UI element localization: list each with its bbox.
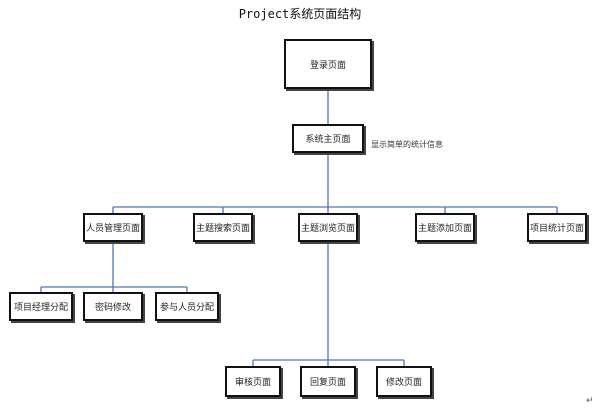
main-page-note: 显示简单的统计信息 <box>371 140 443 149</box>
reply-page-node: 回复页面 <box>300 366 356 397</box>
login-page-node: 登录页面 <box>284 39 372 89</box>
main-page-node: 系统主页面 <box>292 124 364 153</box>
participant-assign-node: 参与人员分配 <box>155 292 219 321</box>
paragraph-mark: ↵ <box>586 396 594 406</box>
topic-add-node: 主题添加页面 <box>415 213 475 242</box>
edit-page-node: 修改页面 <box>376 366 432 397</box>
diagram-title: Project系统页面结构 <box>238 7 362 21</box>
pm-assign-node: 项目经理分配 <box>9 292 73 321</box>
personnel-management-node: 人员管理页面 <box>83 213 143 242</box>
topic-browse-node: 主题浏览页面 <box>298 213 358 242</box>
review-page-node: 审核页面 <box>225 366 281 397</box>
password-change-node: 密码修改 <box>83 292 143 321</box>
topic-search-node: 主题搜索页面 <box>193 213 253 242</box>
project-stats-node: 项目统计页面 <box>527 213 587 242</box>
